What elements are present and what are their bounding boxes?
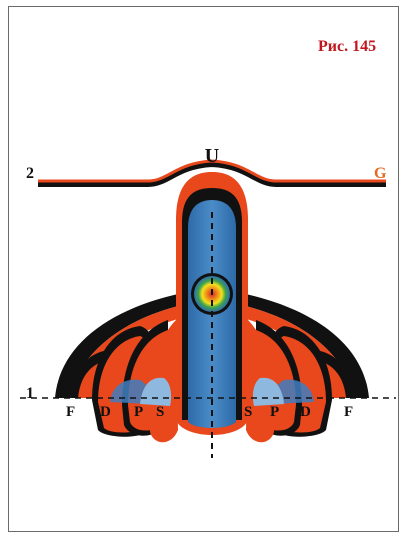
label-G: G xyxy=(374,165,387,182)
label-2: 2 xyxy=(26,165,34,182)
label-U: U xyxy=(205,145,219,167)
label-F-left: F xyxy=(66,404,75,420)
label-D-left: D xyxy=(100,404,111,420)
label-P-right: P xyxy=(270,404,279,420)
label-P-left: P xyxy=(134,404,143,420)
label-1: 1 xyxy=(26,385,34,402)
label-D-right: D xyxy=(300,404,311,420)
label-F-right: F xyxy=(344,404,353,420)
label-S-right: S xyxy=(244,404,252,420)
label-S-left: S xyxy=(156,404,164,420)
